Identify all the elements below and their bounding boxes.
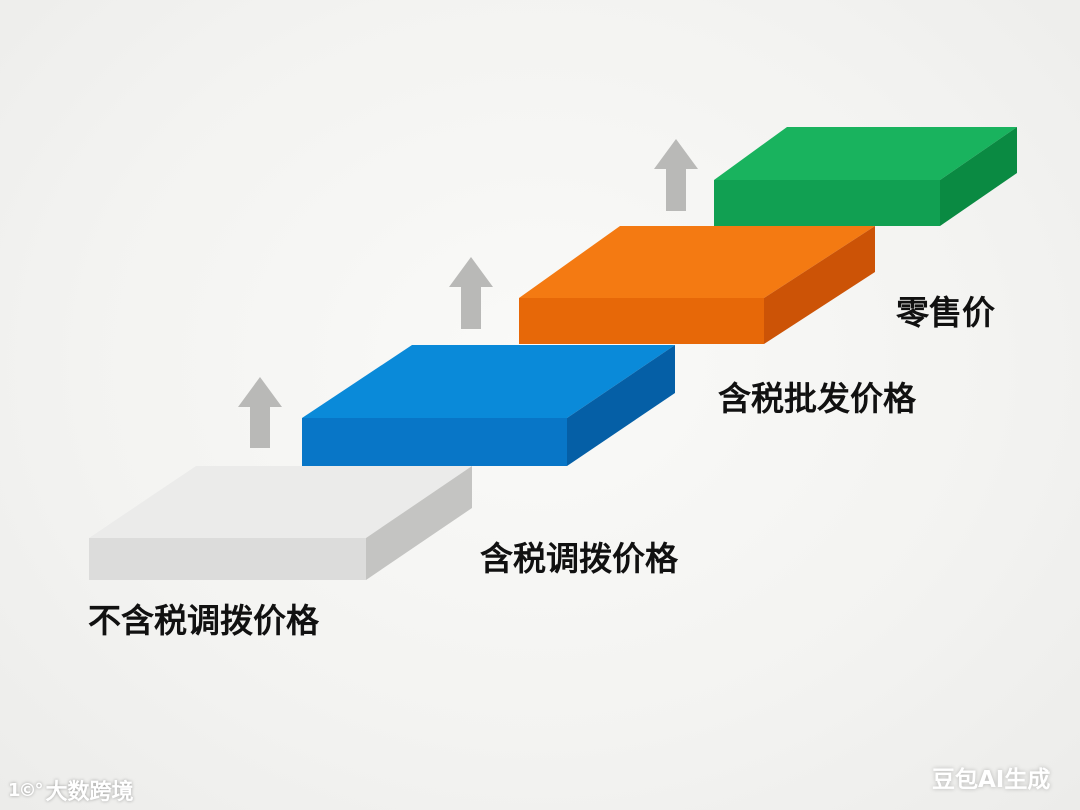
step-block-4 bbox=[714, 127, 1017, 226]
up-arrow-icon bbox=[654, 139, 698, 211]
step-label-2: 含税调拨价格 bbox=[480, 539, 678, 578]
step-block-3 bbox=[519, 226, 875, 344]
up-arrow-icon bbox=[449, 257, 493, 329]
step-block-1 bbox=[89, 466, 472, 580]
brand-logo-icon: 1©° bbox=[8, 779, 44, 801]
watermark-right: 豆包AI生成 bbox=[932, 767, 1051, 793]
step-label-4: 零售价 bbox=[896, 293, 995, 332]
step-block-2 bbox=[302, 345, 675, 466]
watermark-left: 1©° 大数跨境 bbox=[8, 774, 134, 806]
watermark-left-text: 大数跨境 bbox=[45, 780, 134, 805]
step-label-3: 含税批发价格 bbox=[718, 379, 916, 418]
step-label-1: 不含税调拨价格 bbox=[88, 601, 319, 640]
up-arrow-icon bbox=[238, 377, 282, 448]
